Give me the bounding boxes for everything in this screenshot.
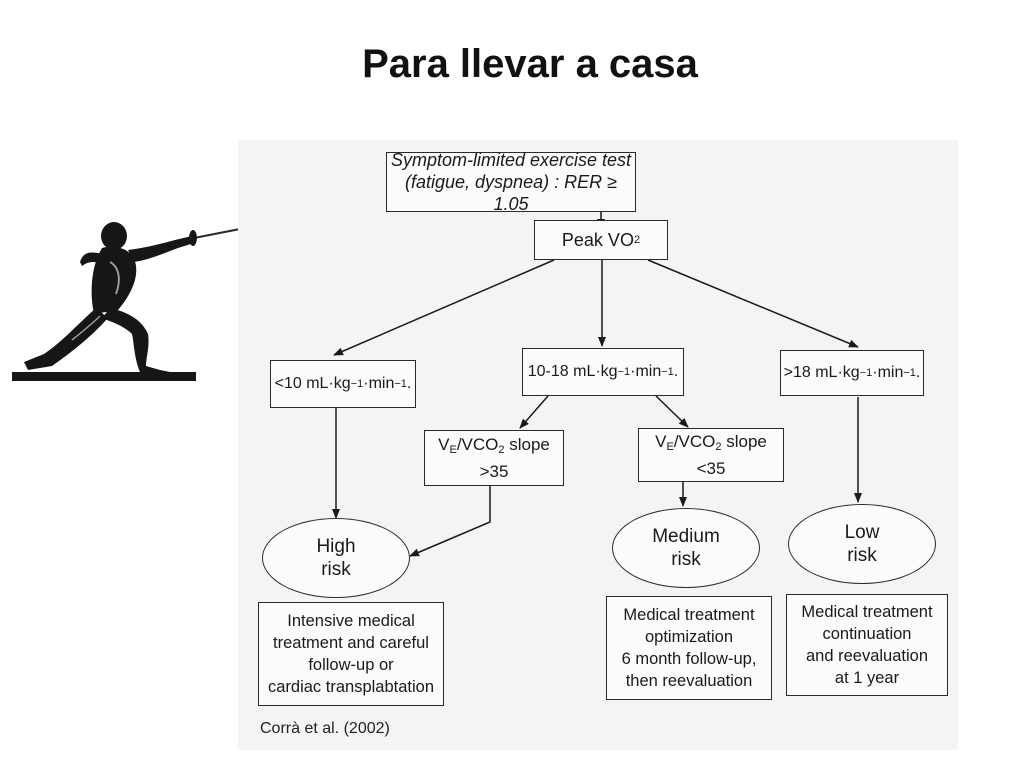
range-high-box: >18 mL·kg−1·min−1. [780,350,924,396]
range-high-exp2: −1 [903,367,916,379]
arrow-mid-to-slope-low [655,395,689,428]
medium-risk-line2: risk [671,549,701,570]
high-risk-oval: High risk [262,518,410,598]
exercise-test-line2: (fatigue, dyspnea) : RER ≥ 1.05 [405,172,617,214]
range-mid-box: 10-18 mL·kg−1·min−1. [522,348,684,396]
medium-treatment-line2: optimization [644,628,734,646]
low-treatment-line1: Medical treatment [801,603,933,621]
arrow-peak-to-low-range [333,259,555,356]
slope-high-sub-2: 2 [498,443,505,456]
range-low-exp1: −1 [350,378,364,390]
range-high-unit-kg: kg [842,364,860,381]
range-mid-exp1: −1 [617,366,631,378]
citation: Corrà et al. (2002) [260,720,390,737]
high-treatment-line4: cardiac transplabtation [267,678,434,696]
slope-low-threshold: <35 [696,458,726,478]
high-risk-line2: risk [321,559,351,580]
medium-risk-line1: Medium [652,526,720,547]
peak-vo2-label: Peak VO [561,230,634,250]
low-risk-treatment-box: Medical treatment continuation and reeva… [786,594,948,696]
slope-low-sub-2: 2 [715,440,722,453]
fencer-silhouette-icon [12,219,287,381]
fencer-rear-arm [80,252,106,266]
range-mid-exp2: −1 [661,366,674,378]
range-mid-tail: . [673,363,679,380]
range-mid-value: 10-18 mL [527,363,596,380]
slope-high-v: V [438,434,450,454]
range-low-unit-kg: kg [333,375,351,392]
range-low-value: <10 mL [274,375,329,392]
low-risk-oval: Low risk [788,504,936,584]
arrow-slope-high-to-high-risk [409,486,491,557]
range-high-tail: . [915,364,921,381]
slope-high-sub-e: E [449,443,457,456]
range-high-unit-min: min [877,364,904,381]
range-low-tail: . [406,375,412,392]
medium-treatment-line3: 6 month follow-up, [621,650,757,668]
range-mid-unit-kg: kg [600,363,618,380]
arrow-mid-to-slope-high [519,395,549,429]
slope-high-box: VE/VCO2 slope >35 [424,430,564,486]
medium-treatment-line4: then reevaluation [625,672,753,690]
slope-low-vco: /VCO [673,431,716,451]
slide-title: Para llevar a casa [362,42,698,86]
fencer-sword-arm [128,236,194,262]
high-risk-line1: High [316,536,356,557]
range-high-value: >18 mL [783,364,838,381]
high-treatment-line2: treatment and careful [273,634,429,652]
slope-high-vco: /VCO [456,434,499,454]
low-risk-line1: Low [844,522,880,543]
high-treatment-line1: Intensive medical [287,612,415,630]
fencer-torso [91,246,137,314]
low-treatment-line4: at 1 year [834,669,900,687]
slope-low-suffix: slope [721,431,767,451]
range-mid-unit-min: min [635,363,662,380]
range-high-exp1: −1 [859,367,873,379]
medium-treatment-line1: Medical treatment [623,606,755,624]
high-risk-treatment-box: Intensive medical treatment and careful … [258,602,444,706]
slope-low-v: V [655,431,667,451]
fencing-piste-base [12,372,196,381]
slope-high-threshold: >35 [479,461,509,481]
medium-risk-treatment-box: Medical treatment optimization 6 month f… [606,596,772,700]
flowchart-connectors [332,212,862,557]
slope-low-box: VE/VCO2 slope <35 [638,428,784,482]
range-low-box: <10 mL·kg−1·min−1. [270,360,416,408]
fencer-mask [101,222,127,250]
low-treatment-line2: continuation [822,625,912,643]
low-risk-line2: risk [847,545,877,566]
exercise-test-box: Symptom-limited exercise test (fatigue, … [386,150,636,214]
range-low-exp2: −1 [394,378,407,390]
slope-high-suffix: slope [504,434,550,454]
slope-low-sub-e: E [666,440,674,453]
low-treatment-line3: and reevaluation [805,647,928,665]
fencer-front-leg [102,308,170,372]
range-low-unit-min: min [368,375,395,392]
high-treatment-line3: follow-up or [308,656,394,674]
fencer-rear-leg [24,308,108,370]
medium-risk-oval: Medium risk [612,508,760,588]
exercise-test-line1: Symptom-limited exercise test [390,150,632,170]
arrow-peak-to-high-range [647,259,859,348]
peak-vo2-subscript: 2 [633,234,641,246]
